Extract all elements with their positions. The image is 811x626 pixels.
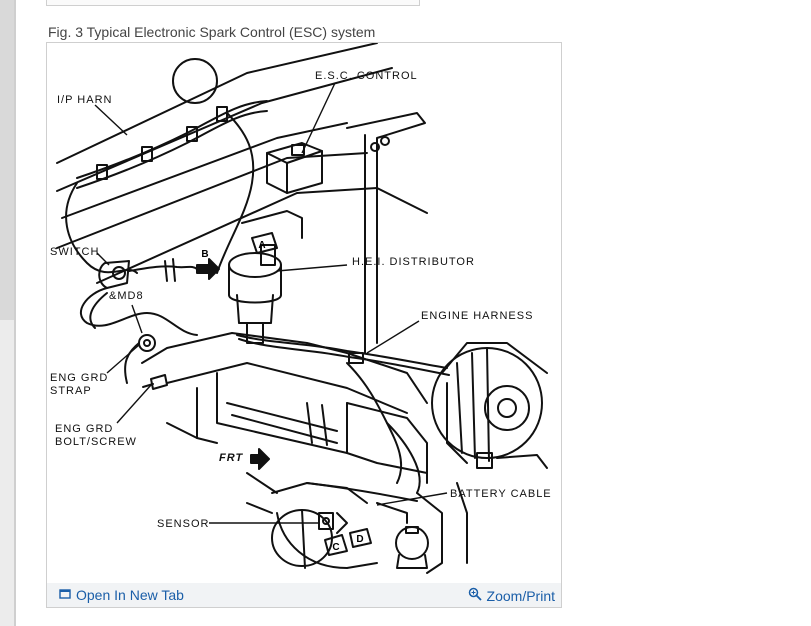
- open-in-new-tab-link[interactable]: Open In New Tab: [59, 587, 184, 603]
- figure-caption: Fig. 3 Typical Electronic Spark Control …: [48, 24, 376, 40]
- label-eng-grd-strap-line2: STRAP: [50, 385, 92, 397]
- label-battery-cable: BATTERY CABLE: [450, 488, 552, 500]
- callout-c: C: [332, 542, 339, 553]
- previous-figure-frame: [46, 0, 420, 6]
- label-hei-distributor: H.E.I. DISTRIBUTOR: [352, 256, 475, 268]
- zoom-print-label: Zoom/Print: [486, 587, 555, 604]
- label-engine-harness: ENGINE HARNESS: [421, 310, 533, 322]
- open-in-new-tab-label: Open In New Tab: [76, 587, 184, 603]
- label-esc-control: E.S.C. CONTROL: [315, 70, 418, 82]
- left-scrollbar[interactable]: [0, 0, 16, 626]
- esc-system-diagram: A B C D E.S.C. CONTROL I/P HARN SWITCH H…: [50, 43, 552, 574]
- figure-box: A B C D E.S.C. CONTROL I/P HARN SWITCH H…: [46, 42, 562, 608]
- zoom-print-link[interactable]: Zoom/Print: [468, 587, 555, 604]
- label-frt: FRT: [219, 452, 243, 464]
- label-switch: SWITCH: [50, 246, 99, 258]
- label-eng-grd-strap-line1: ENG GRD: [50, 372, 108, 384]
- magnifier-icon: [468, 587, 482, 604]
- label-ip-harn: I/P HARN: [57, 94, 112, 106]
- external-window-icon: [59, 587, 71, 603]
- scrollbar-border: [14, 0, 16, 626]
- label-eng-grd-bolt-line1: ENG GRD: [55, 423, 113, 435]
- label-sensor: SENSOR: [157, 518, 209, 530]
- callout-a: A: [258, 240, 265, 251]
- callout-d: D: [356, 534, 363, 545]
- callout-b: B: [201, 249, 208, 260]
- label-eng-grd-bolt-line2: BOLT/SCREW: [55, 436, 137, 448]
- label-md8: &MD8: [109, 290, 144, 302]
- scrollbar-thumb[interactable]: [0, 0, 15, 320]
- figure-footer: Open In New Tab Zoom/Print: [47, 583, 561, 607]
